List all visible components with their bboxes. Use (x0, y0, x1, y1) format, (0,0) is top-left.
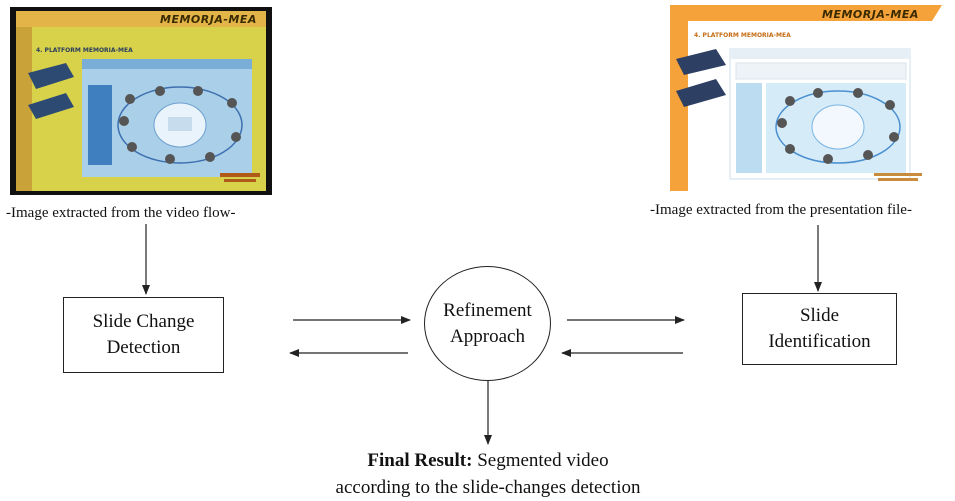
final-result-label: Final Result: (367, 450, 473, 471)
final-result-text: Final Result: Segmented video according … (318, 447, 658, 501)
slide-change-detection-line2: Detection (106, 337, 181, 358)
video-frame-image: MEMORJA-MEA 4. PLATFORM MEMORIA-MEA (10, 7, 272, 195)
final-result-line1: Segmented video (472, 450, 609, 471)
presentation-slide-illustration (670, 5, 942, 191)
video-frame-caption: -Image extracted from the video flow- (6, 205, 236, 221)
final-result-line2: according to the slide-changes detection (335, 477, 641, 498)
refinement-approach-line2: Approach (450, 325, 525, 347)
video-frame-slide-title: 4. PLATFORM MEMORIA-MEA (36, 47, 133, 54)
presentation-slide-image: MEMORJA-MEA 4. PLATFORM MEMORIA-MEA (670, 5, 942, 191)
refinement-approach-node: Refinement Approach (424, 266, 551, 381)
slide-identification-line2: Identification (768, 331, 871, 352)
slide-change-detection-box: Slide Change Detection (63, 297, 224, 373)
slide-identification-line1: Slide (799, 305, 840, 326)
video-frame-brand: MEMORJA-MEA (160, 13, 257, 26)
presentation-slide-title: 4. PLATFORM MEMORIA-MEA (694, 32, 791, 39)
slide-identification-box: Slide Identification (742, 293, 897, 365)
refinement-approach-line1: Refinement (443, 299, 532, 321)
video-frame-illustration (10, 7, 272, 195)
presentation-slide-caption: -Image extracted from the presentation f… (650, 202, 912, 218)
presentation-slide-brand: MEMORJA-MEA (822, 8, 919, 21)
slide-change-detection-line1: Slide Change (92, 311, 195, 332)
